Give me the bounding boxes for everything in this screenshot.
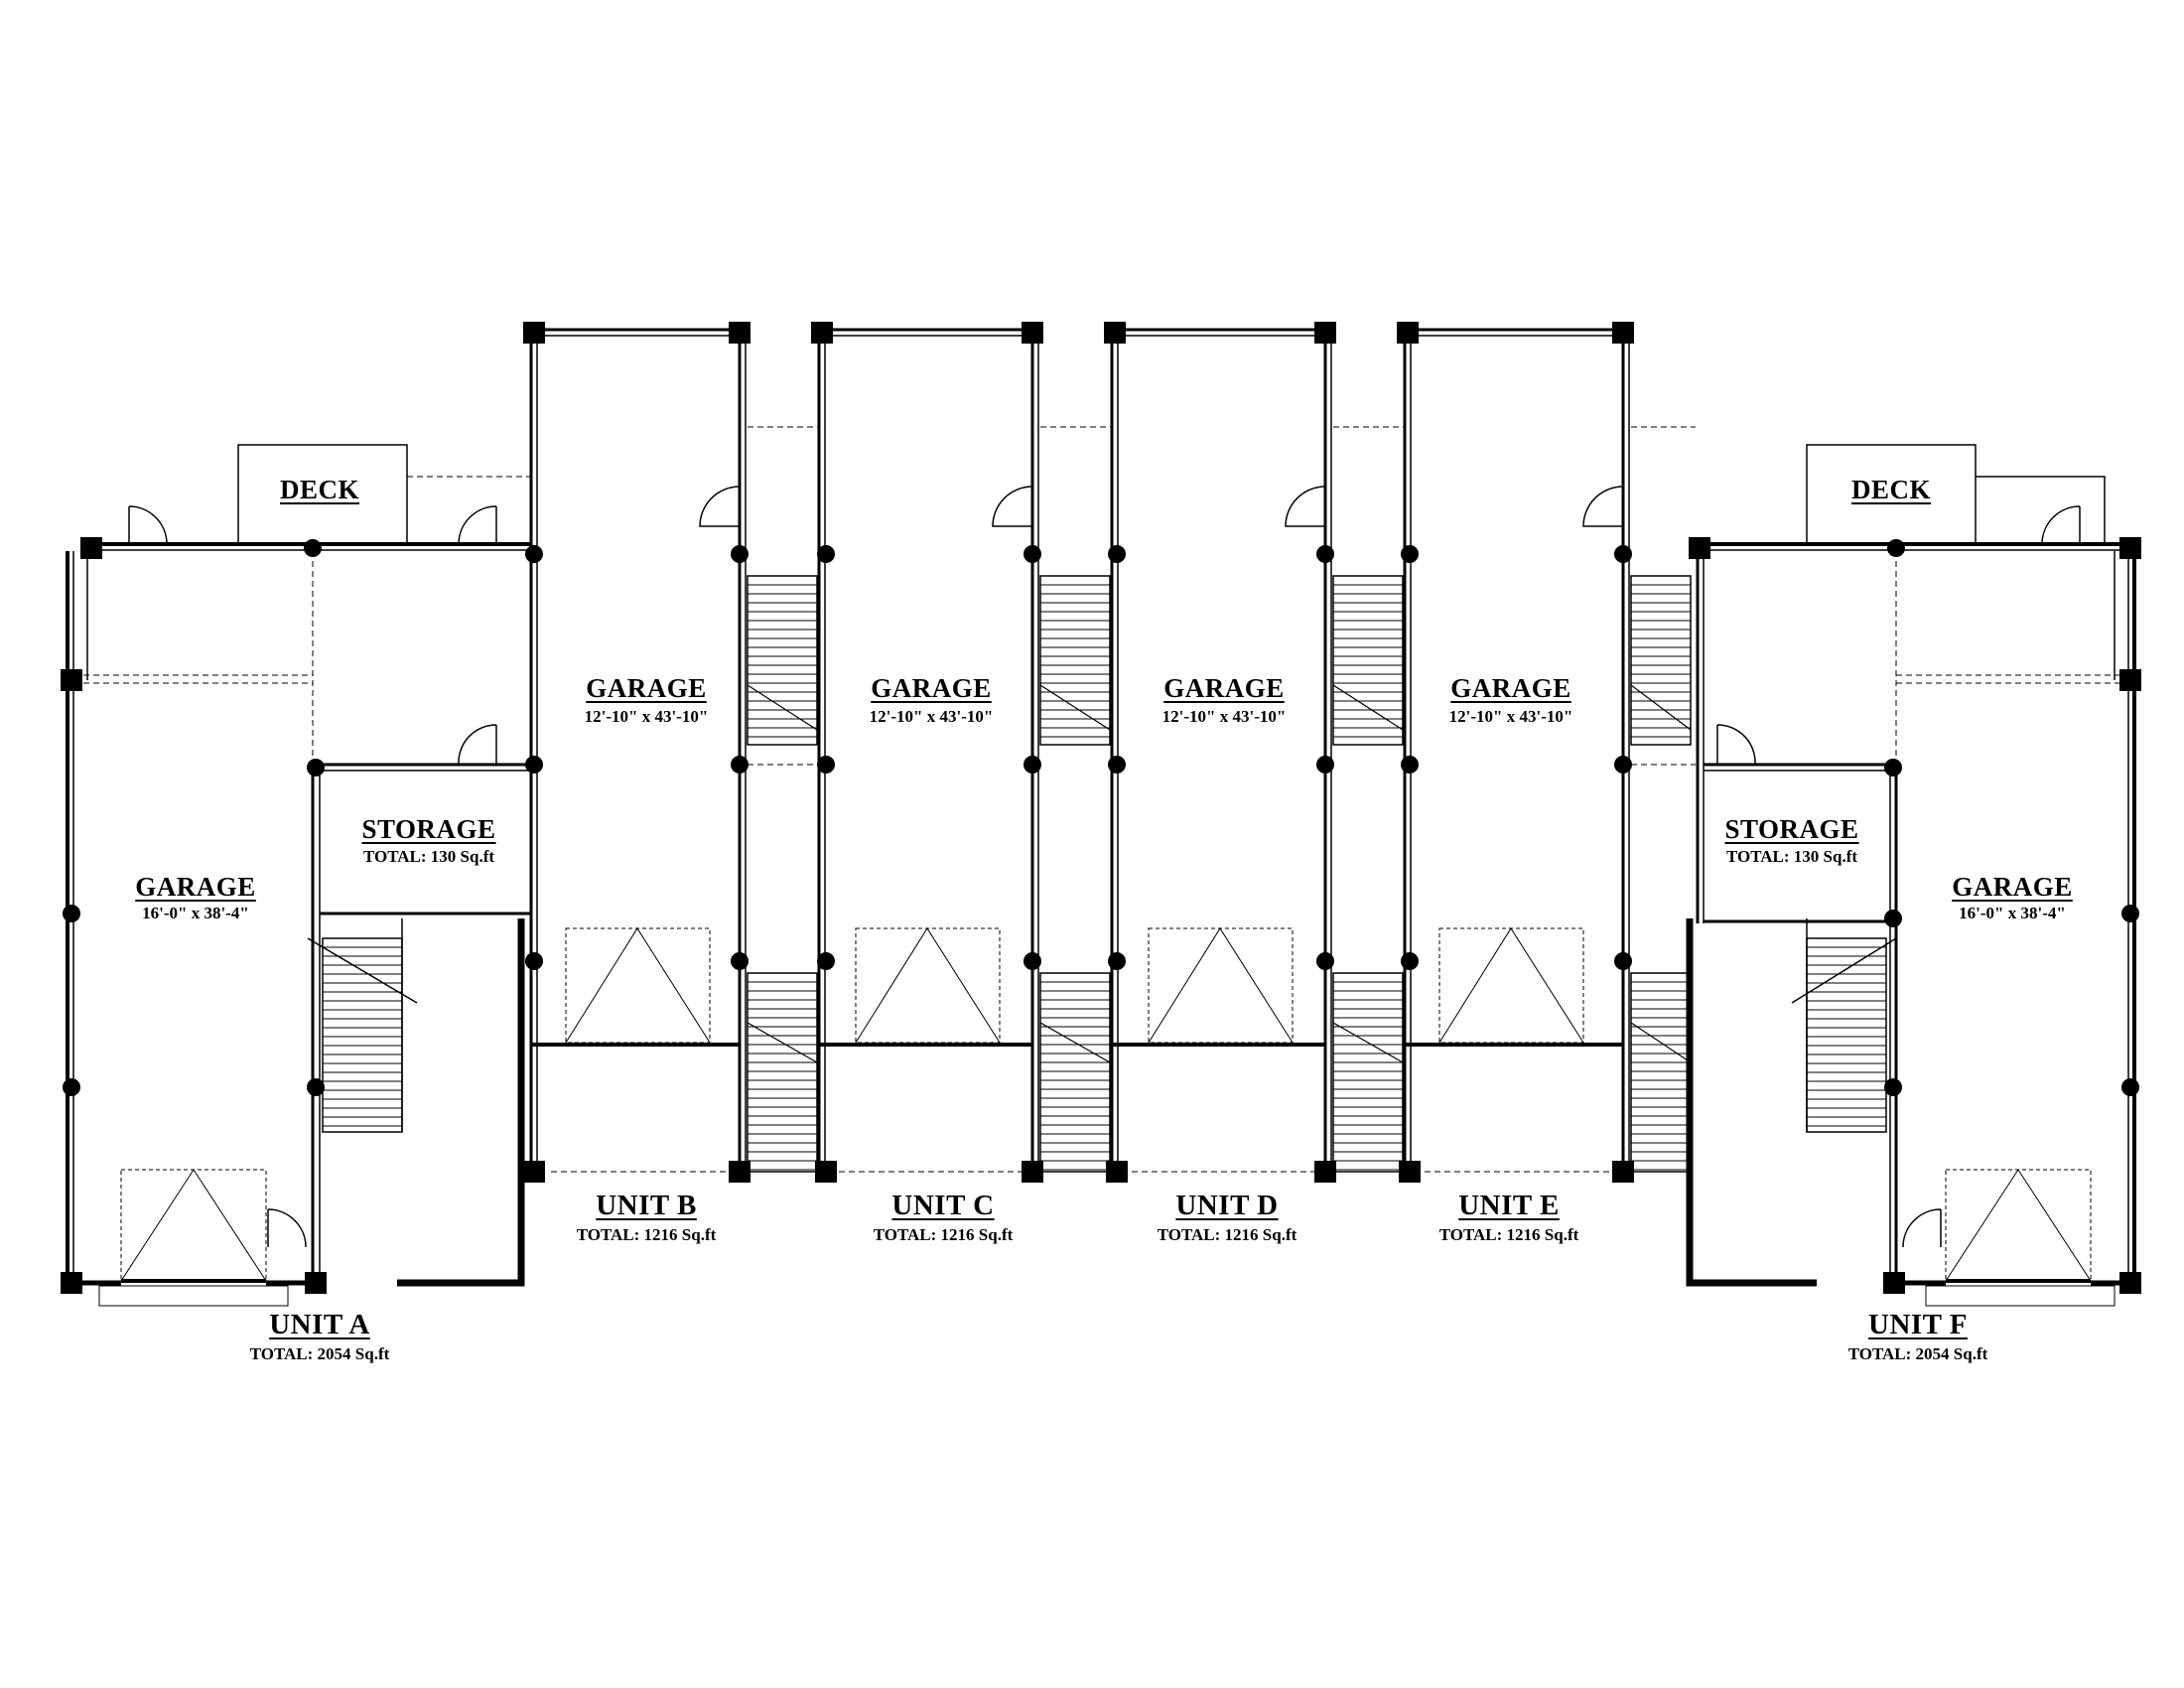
garage-e-label: GARAGE	[1450, 673, 1571, 703]
garage-e-dimensions: 12'-10" x 43'-10"	[1448, 707, 1573, 726]
garage-f-dimensions: 16'-0" x 38'-4"	[1959, 904, 2066, 922]
unit-f-posts	[1689, 537, 2141, 1294]
unit-e-total: TOTAL: 1216 Sq.ft	[1438, 1225, 1579, 1244]
deck-label-left: DECK	[279, 475, 360, 504]
deck-label-right: DECK	[1850, 475, 1932, 504]
storage-f-label: STORAGE	[1724, 814, 1859, 844]
garage-b-dimensions: 12'-10" x 43'-10"	[584, 707, 709, 726]
garage-c-label: GARAGE	[871, 673, 992, 703]
storage-a-label: STORAGE	[361, 814, 496, 844]
unit-b-plan	[529, 328, 819, 1173]
unit-c-plan	[817, 328, 1112, 1173]
unit-f-label: UNIT F	[1868, 1309, 1968, 1340]
storage-a-total: TOTAL: 130 Sq.ft	[362, 847, 495, 866]
garage-f-label: GARAGE	[1952, 872, 2073, 902]
unit-d-plan	[1110, 328, 1405, 1173]
garage-c-dimensions: 12'-10" x 43'-10"	[869, 707, 994, 726]
garage-a-dimensions: 16'-0" x 38'-4"	[142, 904, 249, 922]
garage-a-label: GARAGE	[135, 872, 256, 902]
unit-a-label: UNIT A	[269, 1309, 370, 1340]
unit-d-total: TOTAL: 1216 Sq.ft	[1157, 1225, 1297, 1244]
storage-f-total: TOTAL: 130 Sq.ft	[1725, 847, 1858, 866]
unit-e-label: UNIT E	[1458, 1190, 1560, 1221]
unit-a-total: TOTAL: 2054 Sq.ft	[249, 1344, 390, 1363]
unit-b-label: UNIT B	[596, 1190, 697, 1221]
stair-treads	[323, 584, 1886, 1171]
garage-b-label: GARAGE	[586, 673, 707, 703]
garage-d-label: GARAGE	[1163, 673, 1285, 703]
unit-d-label: UNIT D	[1175, 1190, 1279, 1221]
garage-d-dimensions: 12'-10" x 43'-10"	[1161, 707, 1287, 726]
unit-f-total: TOTAL: 2054 Sq.ft	[1847, 1344, 1988, 1363]
unit-b-total: TOTAL: 1216 Sq.ft	[576, 1225, 717, 1244]
unit-e-plan	[1403, 328, 1696, 1173]
unit-c-label: UNIT C	[891, 1190, 995, 1221]
unit-c-total: TOTAL: 1216 Sq.ft	[873, 1225, 1014, 1244]
